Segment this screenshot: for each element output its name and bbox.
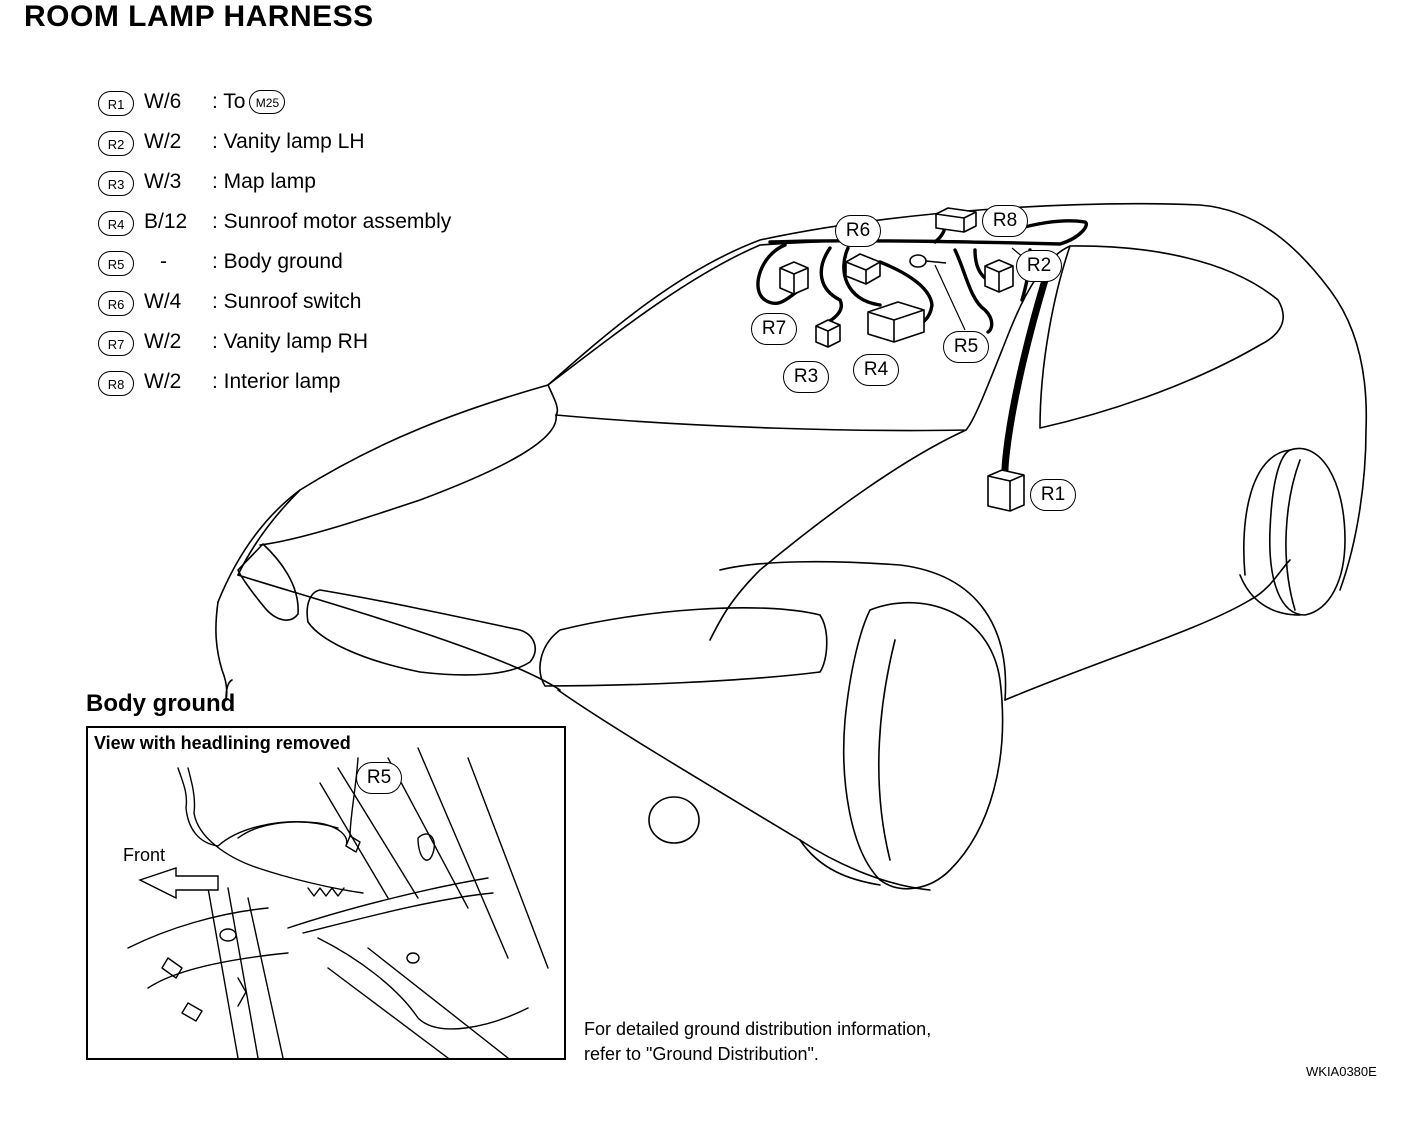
inset-callout-r5: R5: [356, 762, 402, 794]
connector-desc: : Map lamp: [212, 170, 316, 193]
callout-r7: R7: [751, 313, 797, 345]
ref-connector-badge: M25: [249, 90, 286, 115]
inset-view-label: View with headlining removed: [94, 733, 351, 753]
body-ground-inset: View with headlining removed Front R5: [86, 726, 566, 1060]
connector-code: W/3: [144, 170, 182, 193]
connector-code: W/6: [144, 90, 182, 113]
connector-desc: : Sunroof motor assembly: [212, 210, 452, 233]
connector-badge: R2: [98, 131, 134, 156]
note-line-2: refer to "Ground Distribution".: [584, 1044, 819, 1064]
connector-badge: R7: [98, 331, 134, 356]
connector-desc: : Vanity lamp RH: [212, 330, 368, 353]
callout-r2: R2: [1016, 250, 1062, 282]
connector-code: W/2: [144, 330, 182, 353]
connector-desc: : Vanity lamp LH: [212, 130, 365, 153]
connector-code: W/4: [144, 290, 182, 313]
connector-code: W/2: [144, 370, 182, 393]
callout-r5: R5: [943, 331, 989, 363]
connector-badge: R5: [98, 251, 134, 276]
figure-code: WKIA0380E: [1306, 1064, 1377, 1079]
connector-badge: R6: [98, 291, 134, 316]
connector-code: W/2: [144, 130, 182, 153]
callout-r3: R3: [783, 361, 829, 393]
connector-badge: R8: [98, 371, 134, 396]
callout-r6: R6: [835, 215, 881, 247]
connector-desc: : Interior lamp: [212, 370, 341, 393]
connector-code: B/12: [144, 210, 188, 233]
connector-badge: R3: [98, 171, 134, 196]
callout-r8: R8: [982, 205, 1028, 237]
connector-code: -: [160, 250, 167, 273]
callout-r4: R4: [853, 354, 899, 386]
headlining-illustration: [127, 747, 549, 1058]
ground-distribution-note: For detailed ground distribution informa…: [584, 1017, 931, 1067]
body-ground-heading: Body ground: [86, 690, 236, 717]
page-title: ROOM LAMP HARNESS: [24, 0, 374, 33]
note-line-1: For detailed ground distribution informa…: [584, 1019, 932, 1039]
front-direction-label: Front: [123, 845, 166, 865]
connector-badge: R4: [98, 211, 134, 236]
callout-r1: R1: [1030, 479, 1076, 511]
connector-desc: : Sunroof switch: [212, 290, 362, 313]
connector-desc: : Body ground: [212, 250, 343, 273]
connector-badge: R1: [98, 91, 134, 116]
